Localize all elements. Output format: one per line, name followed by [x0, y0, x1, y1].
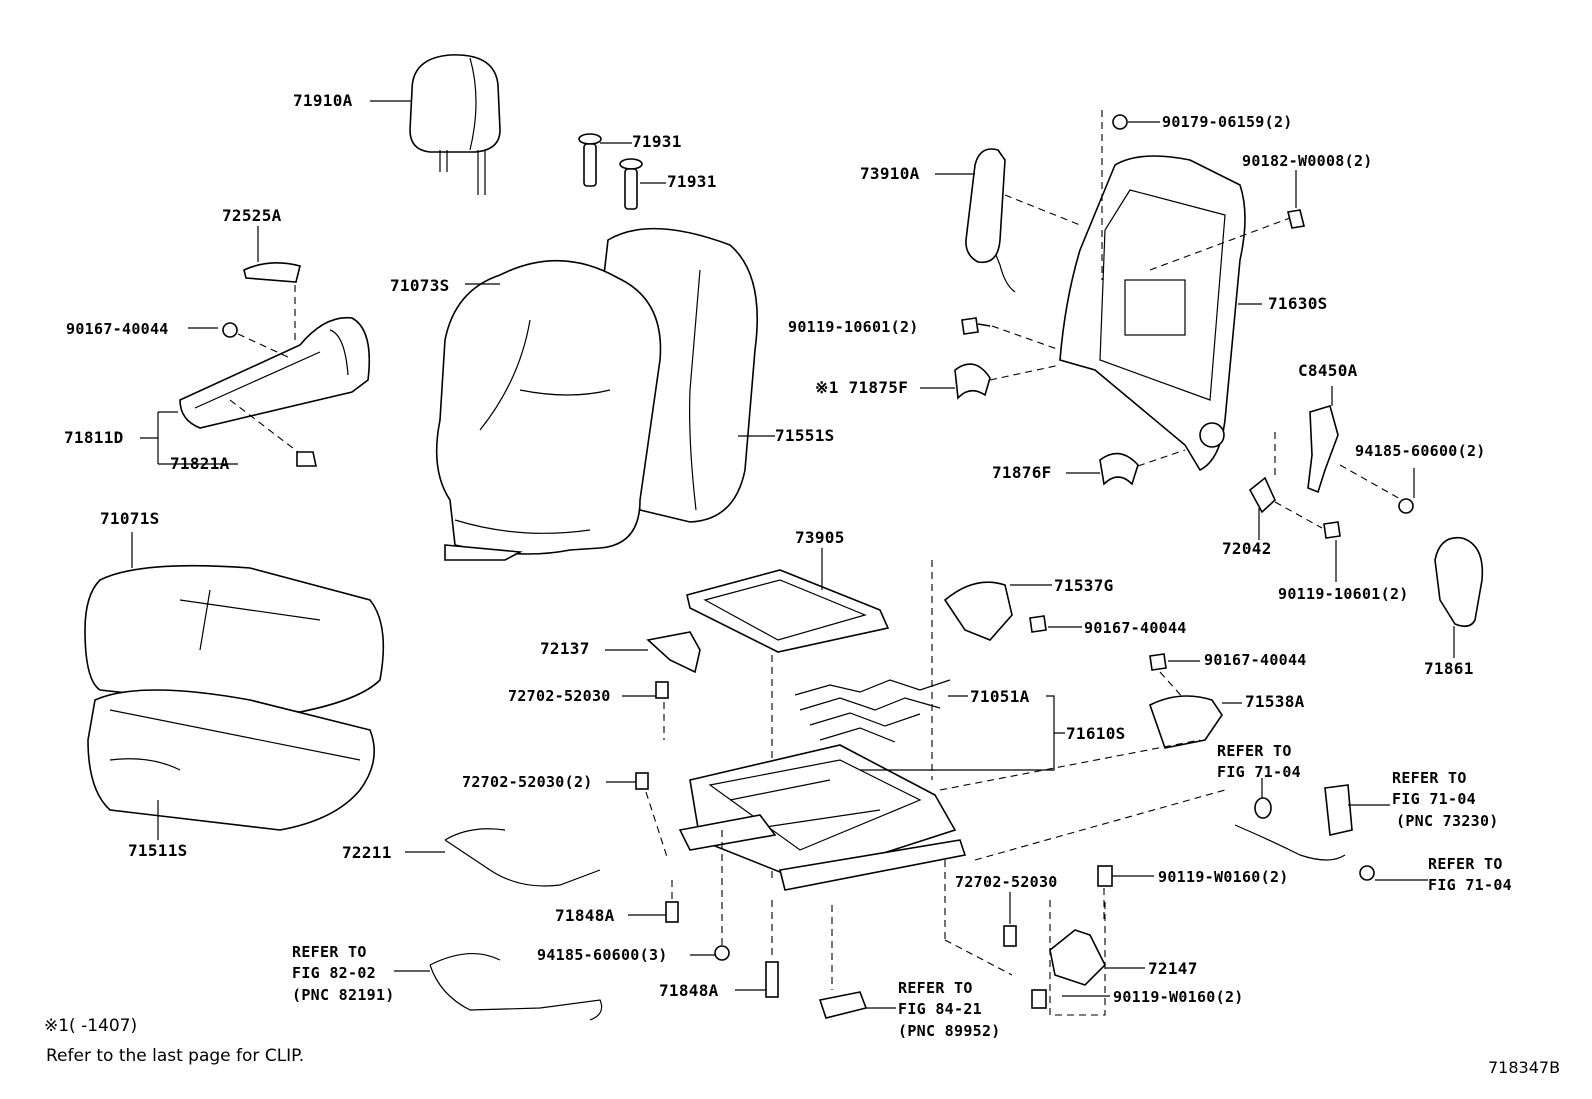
refer-71b-line3: (PNC 73230)	[1396, 812, 1499, 830]
refer-84-line3: (PNC 89952)	[898, 1022, 1001, 1040]
refer-82-line1: REFER TO	[292, 943, 367, 961]
clip-reference-note: Refer to the last page for CLIP.	[46, 1046, 305, 1066]
label-94185-60600-2: 94185-60600(2)	[1355, 442, 1486, 460]
label-72147: 72147	[1148, 959, 1198, 978]
label-72137: 72137	[540, 639, 590, 658]
refer-84-line2: FIG 84-21	[898, 1000, 982, 1018]
label-71071S: 71071S	[100, 509, 160, 528]
refer-71c-line2: FIG 71-04	[1428, 876, 1512, 894]
bolt-90119-W0160-a	[1097, 865, 1154, 920]
refer-71c-line1: REFER TO	[1428, 855, 1503, 873]
bolt-72702-52030-a	[622, 681, 669, 740]
figure-id: 718347B	[1488, 1058, 1561, 1077]
bolt-72702-52030-c	[944, 860, 1017, 976]
cover-71537G	[931, 560, 1052, 780]
label-71848A-b: 71848A	[659, 981, 719, 1000]
label-72042: 72042	[1222, 539, 1272, 558]
harness-82191	[394, 952, 603, 1021]
seatback-cover-71073S	[435, 227, 775, 561]
headrest-71910A	[370, 54, 501, 195]
refer-82-line2: FIG 82-02	[292, 964, 376, 982]
bracket-71875F	[920, 363, 1061, 400]
refer-71b-line1: REFER TO	[1392, 769, 1467, 787]
spring-71051A	[794, 679, 968, 743]
nut-94185-60600-3	[690, 830, 730, 961]
label-71073S: 71073S	[390, 276, 450, 295]
label-72525A: 72525A	[222, 206, 282, 225]
label-71910A: 71910A	[293, 91, 353, 110]
wire-72211	[405, 828, 601, 887]
cushion-pad-71511S	[87, 689, 376, 840]
bolt-90119-10601-b	[1323, 521, 1341, 582]
label-71931-b: 71931	[667, 172, 717, 191]
pin-71848A-b	[735, 900, 779, 998]
headrest-guides-71931	[578, 133, 666, 210]
seat-frame-71610S	[678, 695, 1226, 891]
label-90167-40044-left: 90167-40044	[66, 320, 169, 338]
refer-71b-line2: FIG 71-04	[1392, 790, 1476, 808]
cover-71861	[1434, 536, 1484, 658]
recliner-C8450A	[1274, 386, 1403, 501]
label-90119-10601-b: 90119-10601(2)	[1278, 585, 1409, 603]
label-90167-40044-mid: 90167-40044	[1084, 619, 1187, 637]
connector-89952	[818, 905, 896, 1019]
bolt-90119-10601-a	[961, 317, 1061, 351]
bolt-90182	[1287, 170, 1305, 229]
pin-71848A-a	[628, 880, 679, 923]
screw-90167-40044-right	[1149, 653, 1200, 701]
label-C8450A: C8450A	[1298, 361, 1358, 380]
bolt-90119-W0160-b	[1031, 989, 1110, 1009]
label-71538A: 71538A	[1245, 692, 1305, 711]
label-71511S: 71511S	[128, 841, 188, 860]
label-71875F: ※1 71875F	[815, 378, 909, 397]
nut-94185-60600-2	[1398, 468, 1415, 514]
label-72702-52030-b: 72702-52030(2)	[462, 773, 593, 791]
bracket-72137	[605, 631, 701, 674]
label-73910A: 73910A	[860, 164, 920, 183]
label-71876F: 71876F	[992, 463, 1052, 482]
label-71630S: 71630S	[1268, 294, 1328, 313]
label-71848A-a: 71848A	[555, 906, 615, 925]
refer-84-line1: REFER TO	[898, 979, 973, 997]
seat-pan-73905	[686, 548, 890, 880]
label-71051A: 71051A	[970, 687, 1030, 706]
label-90167-40044-right: 90167-40044	[1204, 651, 1307, 669]
label-71610S: 71610S	[1066, 724, 1126, 743]
seat-cushion-71071S	[84, 532, 385, 713]
label-90119-10601-a: 90119-10601(2)	[788, 318, 919, 336]
label-71821A: 71821A	[170, 454, 230, 473]
label-71931-a: 71931	[632, 132, 682, 151]
label-71551S: 71551S	[775, 426, 835, 445]
armrest-assembly-71811D	[140, 226, 371, 467]
refer-82-line3: (PNC 82191)	[292, 986, 395, 1004]
bolt-90179	[1112, 114, 1160, 130]
bracket-71876F	[1066, 449, 1186, 486]
refer-71a-line1: REFER TO	[1217, 742, 1292, 760]
seatback-frame-71630S	[1059, 110, 1291, 472]
screw-90167-40044-mid	[1029, 615, 1082, 633]
bracket-72042	[1248, 476, 1323, 540]
seat-belt-buckle-73230	[1234, 778, 1428, 881]
label-90119-W0160-b: 90119-W0160(2)	[1113, 988, 1244, 1006]
footnote-range: ※1( -1407)	[44, 1016, 138, 1036]
label-71537G: 71537G	[1054, 576, 1114, 595]
label-71861: 71861	[1424, 659, 1474, 678]
label-90119-W0160-a: 90119-W0160(2)	[1158, 868, 1289, 886]
label-72702-52030-a: 72702-52030	[508, 687, 611, 705]
refer-71a-line2: FIG 71-04	[1217, 763, 1301, 781]
bolt-72702-52030-b	[606, 772, 669, 861]
label-90179-06159: 90179-06159(2)	[1162, 113, 1293, 131]
side-airbag-73910A	[935, 148, 1081, 293]
label-73905: 73905	[795, 528, 845, 547]
label-72211: 72211	[342, 843, 392, 862]
label-71811D: 71811D	[64, 428, 124, 447]
label-94185-60600-3: 94185-60600(3)	[537, 946, 668, 964]
label-72702-52030-c: 72702-52030	[955, 873, 1058, 891]
bracket-72147	[1049, 900, 1145, 1016]
label-90182-W0008: 90182-W0008(2)	[1242, 152, 1373, 170]
cover-71538A	[1149, 695, 1242, 749]
